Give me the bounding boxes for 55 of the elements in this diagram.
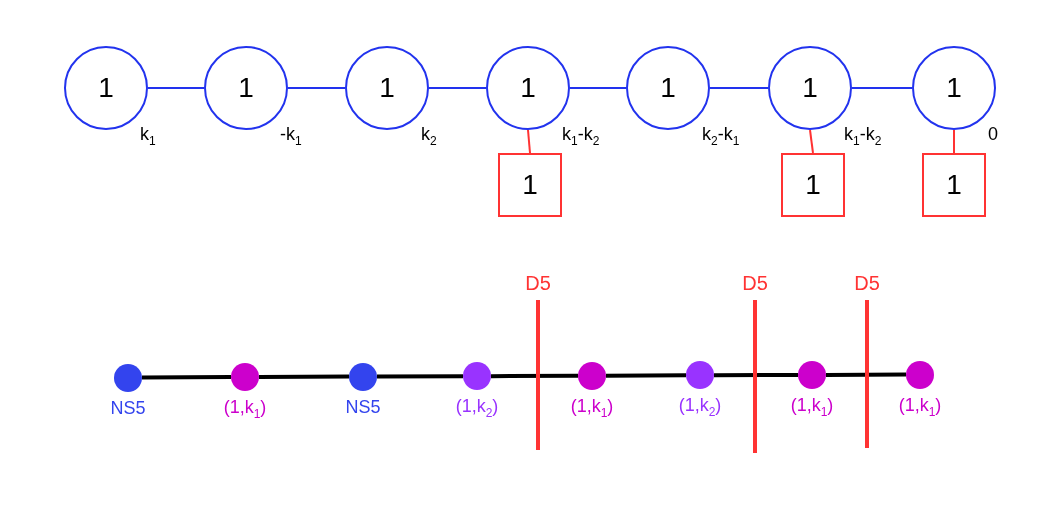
brane-dot bbox=[906, 360, 934, 389]
connector-line bbox=[259, 374, 349, 380]
brane-charge-label: NS5 bbox=[345, 396, 381, 417]
rank-label: k$_{2}$ bbox=[421, 124, 437, 144]
brane-dot bbox=[686, 361, 714, 390]
flavor-node-square bbox=[498, 153, 562, 217]
connector-line bbox=[428, 87, 487, 89]
rank-label: k$_{1}$ bbox=[140, 124, 156, 144]
multiplicity-number: 1 bbox=[238, 74, 254, 102]
multiplicity-number: 1 bbox=[805, 171, 821, 199]
brane-dot bbox=[231, 363, 259, 392]
connector-line bbox=[491, 373, 578, 379]
brane-label: D5 bbox=[525, 272, 551, 294]
brane-dot bbox=[578, 361, 606, 390]
connector-line bbox=[714, 372, 798, 378]
multiplicity-number: 1 bbox=[946, 171, 962, 199]
brane-charge-label: NS5 bbox=[110, 397, 146, 418]
connector-line bbox=[287, 87, 346, 89]
flavor-node-square bbox=[781, 153, 845, 217]
brane-label: D5 bbox=[854, 272, 880, 294]
brane-dot bbox=[798, 360, 826, 389]
brane-charge-label: (1,k$_{1}$) bbox=[570, 395, 614, 416]
multiplicity-number: 1 bbox=[98, 74, 114, 102]
rank-label: -k$_{1}$ bbox=[280, 124, 302, 144]
multiplicity-number: 1 bbox=[379, 74, 395, 102]
multiplicity-number: 1 bbox=[520, 74, 536, 102]
connector-line bbox=[527, 129, 531, 154]
connector-line bbox=[377, 374, 463, 379]
brane-charge-label: (1,k$_{1}$) bbox=[223, 397, 267, 418]
connector-line bbox=[142, 375, 231, 380]
connector-line bbox=[606, 373, 686, 378]
brane-dot bbox=[349, 362, 377, 391]
connector-line bbox=[809, 129, 814, 154]
brane-label: D5 bbox=[742, 272, 768, 294]
connector-line bbox=[953, 129, 955, 154]
brane-charge-label: (1,k$_{2}$) bbox=[455, 396, 499, 417]
connector-line bbox=[851, 87, 913, 89]
connector-line bbox=[709, 87, 769, 89]
brane-dot bbox=[463, 362, 491, 391]
multiplicity-number: 1 bbox=[522, 171, 538, 199]
rank-label: k$_{2}$-k$_{1}$ bbox=[702, 124, 740, 144]
rank-label: 0 bbox=[988, 124, 998, 144]
flavor-node-square bbox=[922, 153, 986, 217]
multiplicity-number: 1 bbox=[802, 74, 818, 102]
rank-label: k$_{1}$-k$_{2}$ bbox=[562, 124, 600, 144]
rank-label: k$_{1}$-k$_{2}$ bbox=[844, 124, 882, 144]
connector-line bbox=[147, 87, 205, 89]
multiplicity-number: 1 bbox=[660, 74, 676, 102]
brane-charge-label: (1,k$_{1}$) bbox=[898, 394, 942, 415]
connector-line bbox=[826, 372, 906, 377]
brane-charge-label: (1,k$_{1}$) bbox=[790, 394, 834, 415]
connector-line bbox=[569, 87, 627, 89]
brane-charge-label: (1,k$_{2}$) bbox=[678, 395, 722, 416]
multiplicity-number: 1 bbox=[946, 74, 962, 102]
brane-dot bbox=[114, 363, 142, 392]
